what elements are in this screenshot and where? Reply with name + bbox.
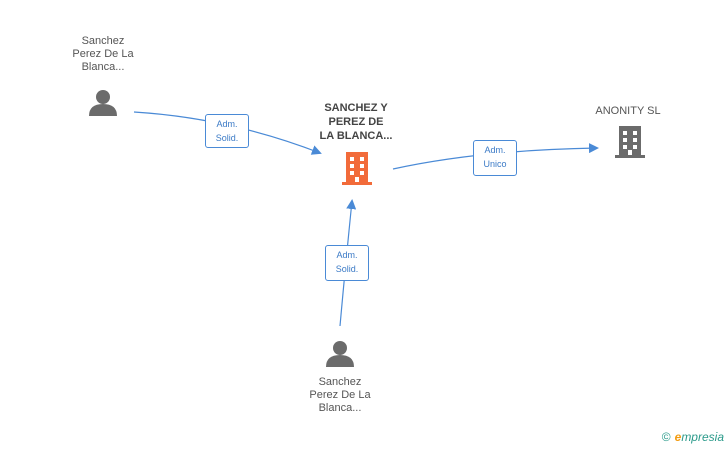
relation-badge-top[interactable]: Adm. Solid. <box>205 114 249 148</box>
relation-line: Unico <box>483 159 507 169</box>
building-icon[interactable] <box>342 152 372 185</box>
label-line: Perez De La <box>72 48 134 60</box>
brand-footer: ©empresia <box>662 430 724 444</box>
building-icon[interactable] <box>615 126 645 158</box>
label-line: ANONITY SL <box>595 105 661 117</box>
label-line: Blanca... <box>318 402 362 414</box>
relation-line: Adm. <box>484 145 506 155</box>
relation-line: Adm. <box>336 250 358 260</box>
relation-line: Adm. <box>216 119 238 129</box>
relation-badge-bottom[interactable]: Adm. Solid. <box>325 245 369 281</box>
relation-line: Solid. <box>335 264 359 274</box>
label-line: SANCHEZ Y <box>324 102 388 114</box>
label-line: Sanchez <box>318 376 362 388</box>
relation-line: Solid. <box>215 133 239 143</box>
label-line: LA BLANCA... <box>319 130 393 142</box>
center-company-label[interactable]: SANCHEZ Y PEREZ DE LA BLANCA... <box>306 101 406 143</box>
brand-logo-initial: e <box>674 430 682 444</box>
person-icon[interactable] <box>326 341 354 367</box>
person-icon[interactable] <box>89 90 117 116</box>
label-line: Sanchez <box>81 35 125 47</box>
copyright-symbol: © <box>661 430 671 444</box>
person-top-label[interactable]: Sanchez Perez De La Blanca... <box>48 35 158 74</box>
label-line: PEREZ DE <box>328 116 384 128</box>
label-line: Perez De La <box>309 389 371 401</box>
company-right-label[interactable]: ANONITY SL <box>580 105 676 118</box>
label-line: Blanca... <box>81 61 125 73</box>
relation-badge-right[interactable]: Adm. Unico <box>473 140 517 176</box>
person-bottom-label[interactable]: Sanchez Perez De La Blanca... <box>285 376 395 415</box>
brand-logo-text: mpresia <box>681 430 724 444</box>
